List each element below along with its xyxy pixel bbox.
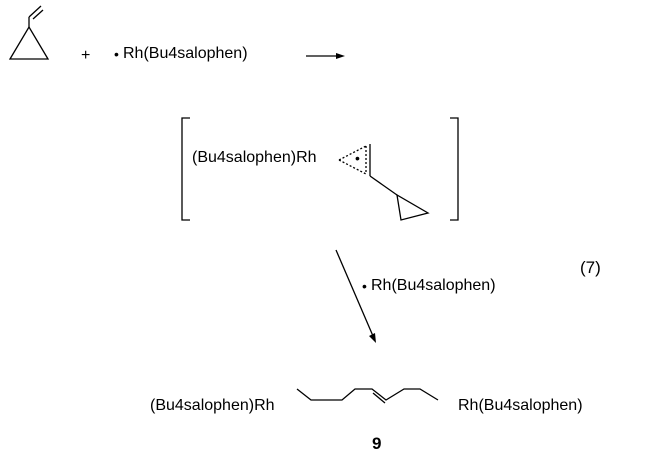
rh-reagent-label: Rh(Bu4salophen) (123, 45, 248, 62)
compound-number: 9 (372, 434, 382, 453)
product-chain (296, 388, 439, 404)
pi-complex-bonds (338, 144, 371, 176)
intermediate-rh-label: (Bu4salophen)Rh (192, 149, 317, 166)
cyclopropyl-structure (369, 175, 430, 221)
right-bracket (450, 117, 459, 221)
product-right-label: Rh(Bu4salophen) (458, 397, 583, 414)
reaction-arrow-2 (335, 249, 376, 343)
equation-number: (7) (580, 258, 601, 277)
product-left-label: (Bu4salophen)Rh (150, 397, 275, 414)
step2-radical-dot: • (362, 278, 367, 294)
left-bracket (181, 117, 190, 221)
plus-sign: + (81, 47, 91, 64)
vinylcyclopropane-structure (8, 5, 50, 60)
step2-reagent-label: Rh(Bu4salophen) (371, 277, 496, 294)
intermediate-radical-dot: • (355, 150, 360, 166)
reaction-arrow-1 (306, 53, 345, 59)
radical-dot: • (114, 46, 119, 62)
